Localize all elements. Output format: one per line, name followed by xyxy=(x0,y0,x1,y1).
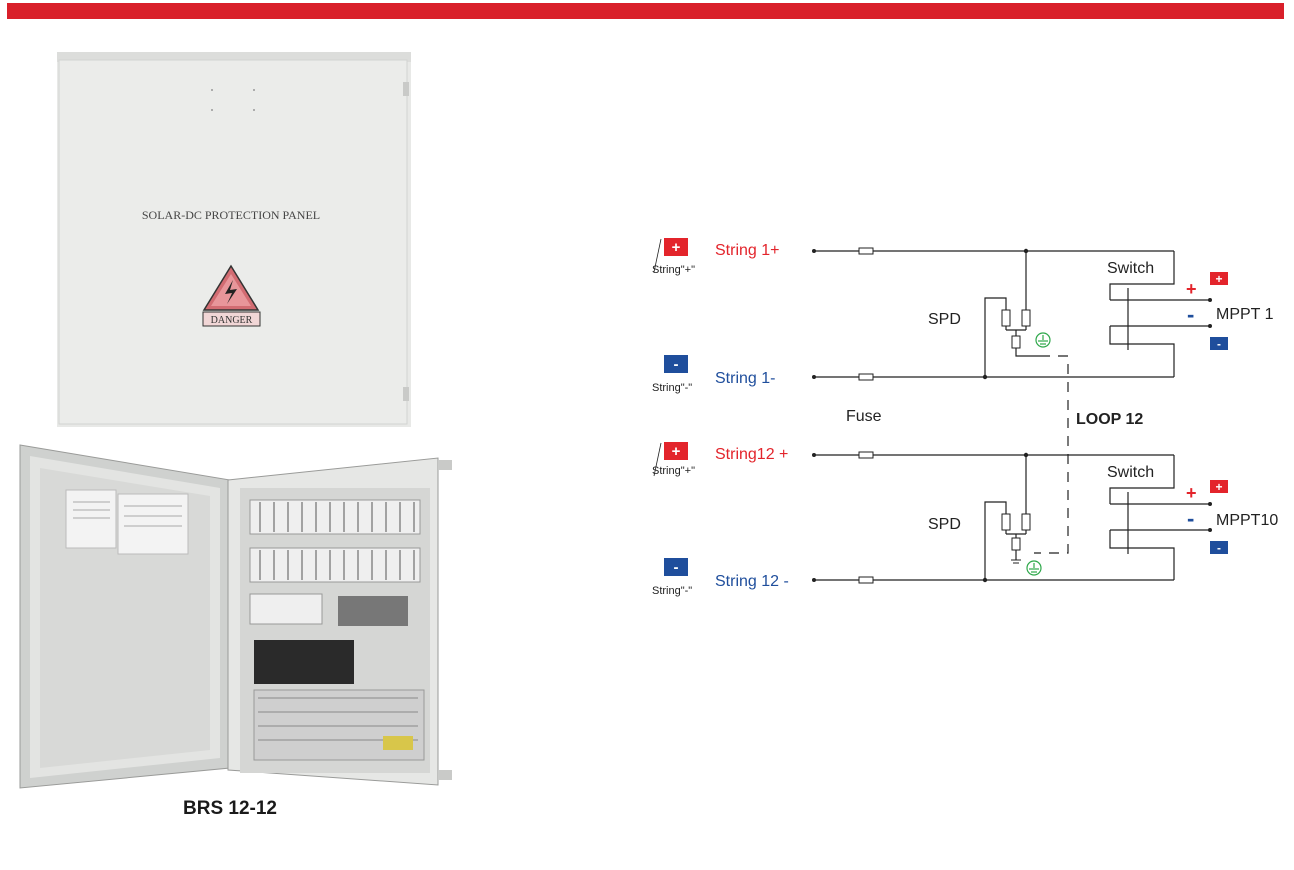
fuse-symbol xyxy=(858,451,874,459)
string-plus-label: String12 + xyxy=(715,446,788,463)
header-bar xyxy=(7,3,1284,19)
ground-icon xyxy=(1035,332,1051,348)
switch-label: Switch xyxy=(1107,260,1154,277)
model-name: BRS 12-12 xyxy=(183,798,277,819)
output-negative-icon: - xyxy=(1210,337,1228,351)
svg-text:+: + xyxy=(1215,480,1222,494)
positive-badge-icon: + xyxy=(664,238,688,256)
output-positive-icon: + xyxy=(1210,480,1228,494)
ground-icon xyxy=(1026,560,1042,576)
fuse-symbol xyxy=(858,373,874,381)
output-plus-sign: + xyxy=(1186,483,1197,503)
switch-label: Switch xyxy=(1107,464,1154,481)
mppt-label: MPPT10 xyxy=(1216,512,1278,529)
string-plus-caption: String"+" xyxy=(652,264,695,276)
fuse-label: Fuse xyxy=(846,408,882,425)
string-minus-caption: String"-" xyxy=(652,382,692,394)
string-minus-caption: String"-" xyxy=(652,585,692,597)
closed-panel-photo: SOLAR-DC PROTECTION PANEL DANGER xyxy=(57,52,411,427)
svg-text:-: - xyxy=(674,356,679,373)
fuse-symbol xyxy=(858,576,874,584)
negative-badge-icon: - xyxy=(664,355,688,373)
svg-text:+: + xyxy=(672,443,681,460)
positive-badge-icon: + xyxy=(664,442,688,460)
string-plus-label: String 1+ xyxy=(715,242,779,259)
output-positive-icon: + xyxy=(1210,272,1228,286)
warning-triangle-icon xyxy=(202,264,260,311)
spd-label: SPD xyxy=(928,516,961,533)
svg-text:-: - xyxy=(1217,337,1221,351)
svg-text:-: - xyxy=(674,559,679,576)
output-plus-sign: + xyxy=(1186,279,1197,299)
string-minus-label: String 1- xyxy=(715,370,775,387)
output-minus-sign: - xyxy=(1187,506,1194,531)
negative-badge-icon: - xyxy=(664,558,688,576)
svg-text:+: + xyxy=(672,239,681,256)
spd-label: SPD xyxy=(928,311,961,328)
mppt-label: MPPT 1 xyxy=(1216,306,1274,323)
danger-label: DANGER xyxy=(211,315,253,326)
panel-title: SOLAR-DC PROTECTION PANEL xyxy=(142,208,320,222)
string-minus-label: String 12 - xyxy=(715,573,789,590)
output-minus-sign: - xyxy=(1187,302,1194,327)
svg-text:+: + xyxy=(1215,272,1222,286)
open-panel-photo xyxy=(18,440,458,795)
string-plus-caption: String"+" xyxy=(652,465,695,477)
loop-label: LOOP 12 xyxy=(1076,411,1143,428)
svg-text:-: - xyxy=(1217,541,1221,555)
fuse-symbol xyxy=(858,247,874,255)
output-negative-icon: - xyxy=(1210,541,1228,555)
